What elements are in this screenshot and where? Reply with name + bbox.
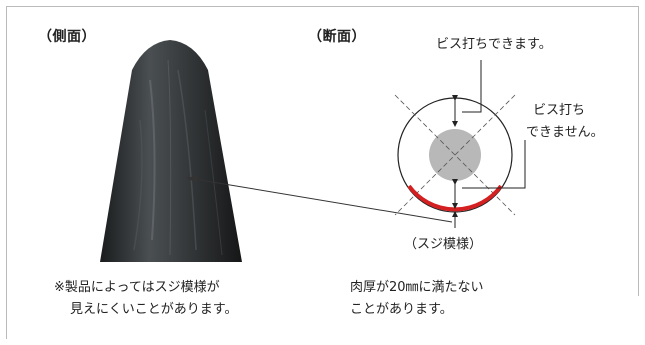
top-callout-leader xyxy=(462,60,482,113)
frame-border-top xyxy=(6,6,639,7)
side-caption-line2: 見えにくいことがあります。 xyxy=(70,302,238,317)
side-caption-line1: ※製品によってはスジ模様が xyxy=(54,280,220,295)
frame-border-left xyxy=(6,6,7,339)
right-callout-line1: ビス打ち xyxy=(533,103,586,118)
right-callout-leader xyxy=(462,140,526,189)
stripe-pattern-label: （スジ模様） xyxy=(404,237,483,252)
cross-section-title: （断面） xyxy=(308,29,366,45)
diagonal-guide-2 xyxy=(394,94,516,216)
top-callout-text: ビス打ちできます。 xyxy=(436,37,552,52)
stripe-pointer-arrow xyxy=(187,175,453,223)
cross-section-diagram xyxy=(394,60,526,228)
thickness-note-line2: ことがあります。 xyxy=(350,302,453,317)
concrete-post-side-view xyxy=(100,40,242,262)
frame-border-right xyxy=(638,6,639,296)
right-callout-line2: できません。 xyxy=(526,125,604,140)
side-view-title: （側面） xyxy=(38,29,96,45)
stripe-arc xyxy=(407,184,503,212)
thickness-note-line1: 肉厚が20㎜に満たない xyxy=(350,280,484,295)
